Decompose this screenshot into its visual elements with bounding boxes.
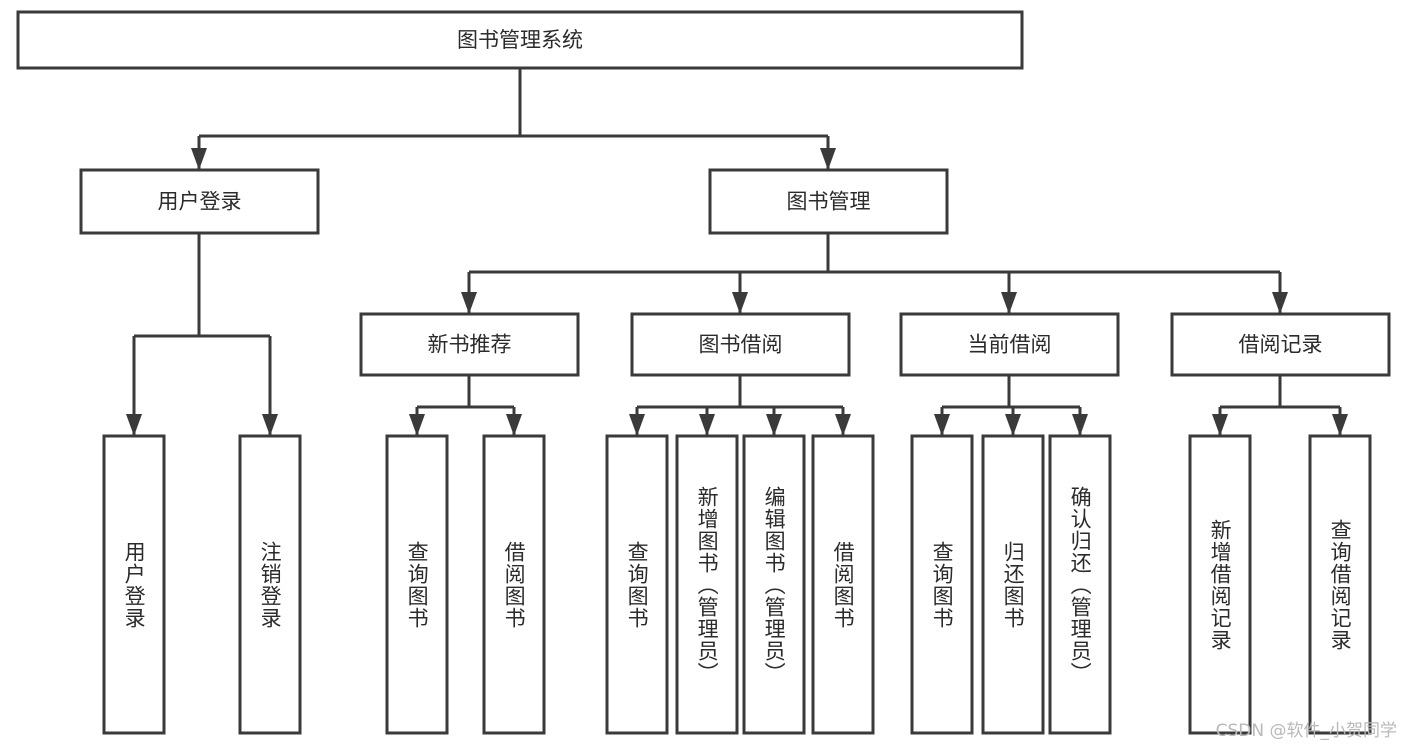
current-borrow-box bbox=[899, 312, 1120, 377]
book-management-label: 图书管理 bbox=[787, 190, 871, 214]
arrow-head-icon bbox=[262, 414, 278, 436]
leaf-box[interactable] bbox=[1308, 434, 1372, 735]
leaf-box[interactable] bbox=[1048, 434, 1112, 735]
arrow-head-icon bbox=[409, 414, 425, 436]
node-book-borrow[interactable]: 图书借阅 bbox=[630, 312, 851, 377]
arrow-head-icon bbox=[191, 148, 207, 170]
leaf-box[interactable] bbox=[675, 434, 739, 735]
arrow-head-icon bbox=[820, 148, 836, 170]
arrow-head-icon bbox=[126, 414, 142, 436]
user-login-box bbox=[79, 168, 320, 235]
arrow-head-icon bbox=[1332, 414, 1348, 436]
leaf-box[interactable] bbox=[482, 434, 546, 735]
node-borrow-record[interactable]: 借阅记录 bbox=[1170, 312, 1391, 377]
arrow-head-icon bbox=[835, 414, 851, 436]
node-root[interactable]: 图书管理系统 bbox=[16, 10, 1024, 70]
node-new-book-recommend[interactable]: 新书推荐 bbox=[359, 312, 580, 377]
book-borrow-label: 图书借阅 bbox=[699, 333, 783, 357]
user-login-label: 用户登录 bbox=[158, 190, 242, 214]
leaf-box[interactable] bbox=[811, 434, 875, 735]
leaf-box[interactable] bbox=[605, 434, 669, 735]
connector-group bbox=[126, 68, 1348, 436]
leaf-box-group bbox=[102, 434, 1372, 735]
watermark-text: CSDN @软件_小贺同学 bbox=[1215, 721, 1397, 741]
arrow-head-icon bbox=[1212, 414, 1228, 436]
arrow-head-icon bbox=[766, 414, 782, 436]
arrow-head-icon bbox=[1001, 292, 1017, 314]
leaf-box[interactable] bbox=[742, 434, 806, 735]
arrow-head-icon bbox=[1005, 414, 1021, 436]
leaf-box[interactable] bbox=[910, 434, 974, 735]
current-borrow-label: 当前借阅 bbox=[968, 333, 1052, 357]
arrow-head-icon bbox=[629, 414, 645, 436]
root-box bbox=[16, 10, 1024, 70]
leaf-box[interactable] bbox=[102, 434, 166, 735]
arrow-head-icon bbox=[732, 292, 748, 314]
new-book-recommend-box bbox=[359, 312, 580, 377]
arrow-head-icon bbox=[1072, 414, 1088, 436]
new-book-recommend-label: 新书推荐 bbox=[428, 333, 512, 357]
arrow-head-icon bbox=[934, 414, 950, 436]
arrow-head-icon bbox=[1272, 292, 1288, 314]
arrow-head-icon bbox=[461, 292, 477, 314]
arrow-head-icon bbox=[506, 414, 522, 436]
leaf-box[interactable] bbox=[385, 434, 449, 735]
root-label: 图书管理系统 bbox=[457, 28, 583, 52]
node-book-management[interactable]: 图书管理 bbox=[708, 168, 949, 235]
leaf-box[interactable] bbox=[238, 434, 302, 735]
node-user-login[interactable]: 用户登录 bbox=[79, 168, 320, 235]
leaf-box[interactable] bbox=[1188, 434, 1252, 735]
leaf-box[interactable] bbox=[981, 434, 1045, 735]
node-current-borrow[interactable]: 当前借阅 bbox=[899, 312, 1120, 377]
arrow-head-icon bbox=[699, 414, 715, 436]
borrow-record-label: 借阅记录 bbox=[1239, 333, 1323, 357]
